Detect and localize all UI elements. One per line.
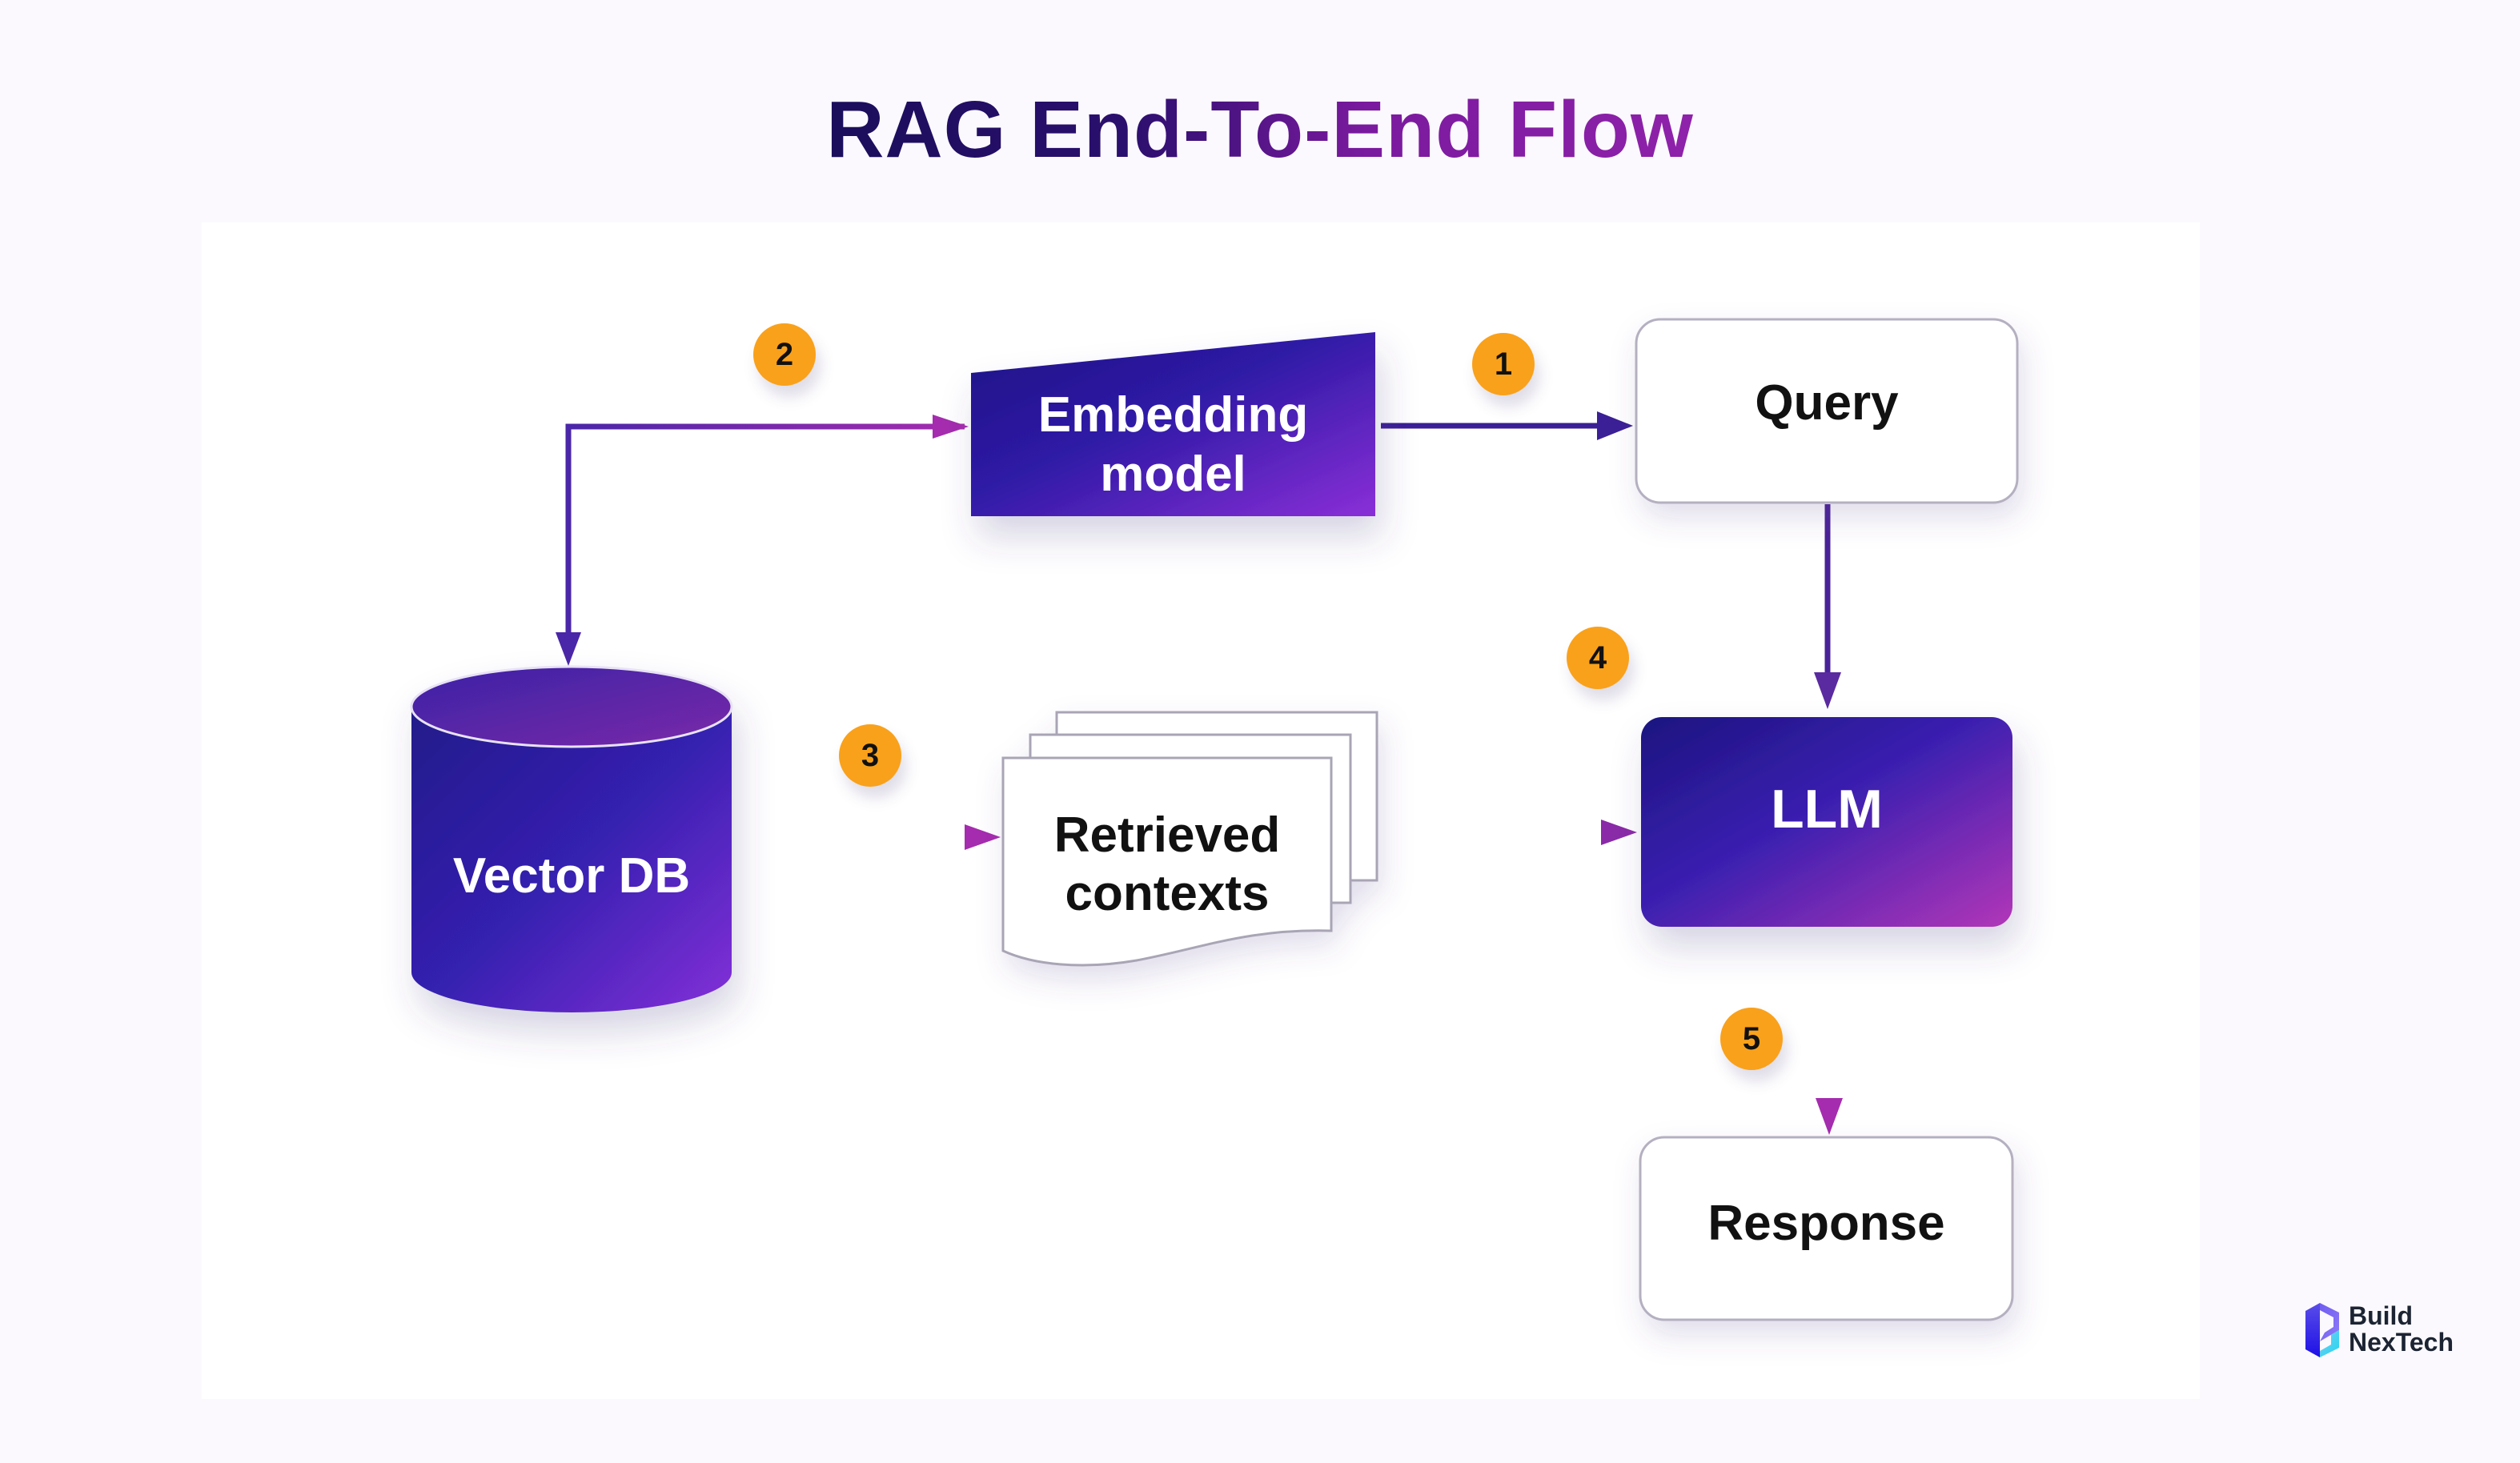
response-label: Response (1707, 1195, 1945, 1251)
response-node[interactable]: Response (1640, 1137, 2012, 1309)
embedding-model-node[interactable]: Embedding model (971, 373, 1375, 516)
response-node-shape (1639, 1136, 2014, 1321)
brand-name: Build NexTech (2349, 1303, 2454, 1355)
arrow-vector-db-to-contexts (732, 824, 1001, 850)
embedding-model-label-line1: Embedding (1037, 387, 1309, 443)
retrieved-contexts-node-shape (1001, 711, 1378, 967)
llm-node[interactable]: LLM (1641, 717, 2012, 901)
step-badge-1: 1 (1472, 333, 1535, 395)
retrieved-contexts-node[interactable]: Retrieved contexts (1003, 792, 1331, 936)
arrow-embedding-to-vector-db (556, 415, 969, 666)
vector-db-label: Vector DB (452, 848, 691, 904)
arrow-query-to-llm (1814, 504, 1841, 709)
query-label: Query (1755, 375, 1899, 431)
arrowhead-to-vector-db (556, 632, 581, 666)
step-badge-2: 2 (753, 323, 816, 386)
embedding-model-label-line2: model (1100, 446, 1246, 502)
arrow-contexts-to-llm (1377, 820, 1637, 845)
embedding-model-node-shape (971, 332, 1375, 516)
llm-label: LLM (1771, 778, 1883, 840)
page-title: RAG End-To-End Flow (820, 84, 1700, 176)
arrowhead-to-embedding (933, 415, 969, 439)
query-node-shape (1635, 318, 2019, 504)
query-node[interactable]: Query (1636, 319, 2017, 487)
arrow-llm-to-response (1816, 928, 1843, 1135)
llm-node-shape (1641, 717, 2012, 927)
step-badge-5: 5 (1720, 1008, 1783, 1070)
vector-db-node-shape (410, 665, 733, 1012)
brand-line1: Build (2349, 1301, 2413, 1330)
arrow-embedding-to-query (1381, 411, 1633, 440)
build-nextech-logo-icon (2305, 1303, 2339, 1357)
retrieved-contexts-label-line1: Retrieved (1053, 807, 1281, 863)
brand-line2: NexTech (2349, 1327, 2454, 1357)
retrieved-contexts-label-line2: contexts (1065, 866, 1270, 921)
vector-db-node[interactable]: Vector DB (411, 840, 732, 912)
step-badge-4: 4 (1567, 627, 1629, 689)
step-badge-3: 3 (839, 724, 901, 787)
